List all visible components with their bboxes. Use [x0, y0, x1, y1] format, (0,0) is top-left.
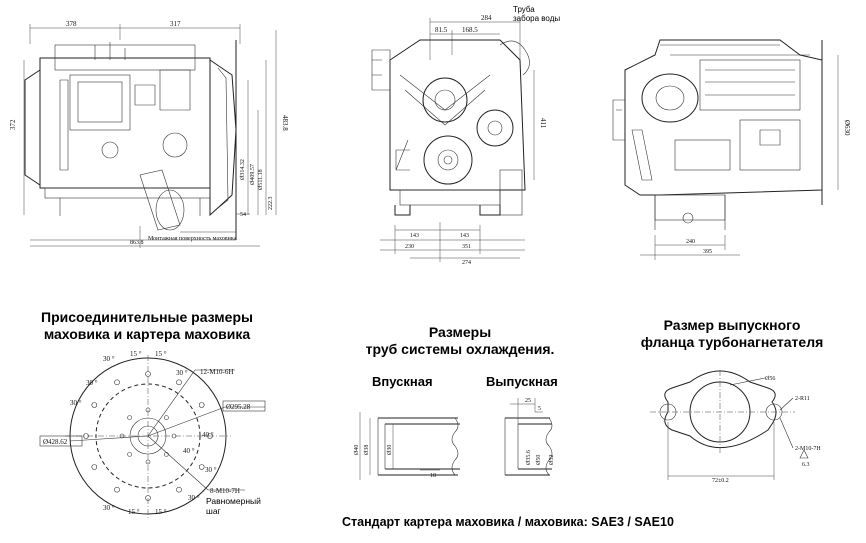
inlet-pipe-drawing: Ø40 Ø38 Ø30 18	[354, 412, 460, 480]
outlet-dia-35-6: Ø35.6	[526, 450, 532, 465]
dim-dia-409: Ø409.57	[250, 164, 256, 185]
outlet-dia-50: Ø50	[536, 455, 542, 465]
turbo-title: Размер выпускного фланца турбонагнетател…	[640, 317, 824, 350]
turbo-dia-56: Ø56	[765, 376, 775, 382]
flywheel-inner-bolt-hole	[127, 415, 132, 420]
flywheel-outer-bolt-hole	[114, 486, 120, 493]
turbo-flange-shape	[650, 370, 809, 480]
inlet-dia-40: Ø40	[354, 445, 360, 455]
flywheel-outer-bolt-hole	[207, 433, 213, 439]
cooling-title: Размеры труб системы охлаждения.	[365, 324, 555, 357]
flywheel-bolt-holes	[83, 371, 213, 501]
angle-label-30-top-left: 30 °	[103, 355, 115, 363]
dim-378: 378	[66, 20, 77, 28]
dim-54: 54	[240, 212, 246, 218]
bolt-pattern-12-m10: 12-M10-6H	[200, 368, 233, 376]
flywheel-outer-bolt-hole	[176, 486, 182, 493]
angle-label-30-bottom-right: 30 °	[188, 494, 200, 502]
dim-168-5: 168.5	[462, 26, 478, 34]
dim-143-left: 143	[410, 233, 419, 239]
angle-label-30-right: 30 °	[205, 466, 217, 474]
dim-222-3: 222.3	[268, 197, 274, 211]
dim-284: 284	[481, 14, 492, 22]
flywheel-outer-bolt-hole	[114, 379, 120, 386]
angle-label-30-top-right: 30 °	[176, 369, 188, 377]
dim-351: 351	[462, 244, 471, 250]
dim-dia-630: Ø630	[843, 120, 851, 136]
flywheel-inner-bolt-hole	[171, 433, 177, 439]
angle-label-30-left-2: 30 °	[70, 399, 82, 407]
dim-317: 317	[170, 20, 181, 28]
dim-395: 395	[703, 249, 712, 255]
flywheel-inner-bolt-hole	[119, 433, 125, 439]
outlet-pipe-drawing: 25 5 Ø35.6 Ø50 Ø52	[504, 398, 555, 476]
flywheel-outer-bolt-hole	[176, 379, 182, 386]
inlet-label: Впускная	[372, 374, 433, 389]
turbo-2-r11: 2-R11	[795, 396, 810, 402]
engine-right-body	[612, 39, 823, 230]
water-intake-pipe-note: Труба забора воды	[513, 5, 561, 23]
dim-863-8: 863.8	[130, 240, 144, 246]
flywheel-outer-bolt-hole	[83, 433, 89, 439]
flywheel-outer-bolt-hole	[198, 402, 205, 408]
dim-411: 411	[539, 118, 547, 129]
outlet-len-25: 25	[525, 398, 531, 404]
angle-label-40-right-2: 40 °	[183, 447, 195, 455]
flywheel-outer-bolt-hole	[145, 371, 151, 377]
outlet-len-5: 5	[538, 406, 541, 412]
flywheel-mount-note: Монтажная поверхность маховика	[148, 236, 237, 242]
angle-label-15-top: 15 °	[130, 350, 142, 358]
turbo-roughness-6-3: 6.3	[802, 462, 810, 468]
angle-label-15-top-right: 15 °	[155, 350, 167, 358]
dia-428-62: Ø428.62	[43, 438, 68, 446]
dim-dia-511: Ø511.18	[258, 169, 264, 190]
angle-label-15-bottom: 15 °	[128, 508, 140, 516]
flywheel-inner-bolt-hole	[164, 415, 169, 420]
dim-230: 230	[405, 244, 414, 250]
outlet-dia-52: Ø52	[549, 455, 555, 465]
dim-240: 240	[686, 239, 695, 245]
turbo-2-m10: 2-M10-7H	[795, 446, 821, 452]
flywheel-inner-bolt-hole	[127, 452, 132, 457]
flywheel-inner-bolt-hole	[145, 459, 151, 465]
flywheel-outer-bolt-hole	[145, 495, 151, 501]
inlet-dia-30: Ø30	[387, 445, 393, 455]
bolt-pattern-8-m10: 8-M10-7H	[210, 487, 240, 495]
inlet-dia-38: Ø38	[364, 445, 370, 455]
flywheel-outer-bolt-hole	[91, 464, 98, 470]
equal-pitch-note: Равномерный шаг	[206, 496, 261, 516]
flywheel-standard-note: Стандарт картера маховика / маховика: SA…	[342, 515, 674, 529]
dim-274: 274	[462, 260, 471, 266]
engine-front-body	[371, 39, 530, 216]
dim-483-8: 483.8	[281, 115, 289, 131]
flywheel-inner-bolt-hole	[164, 452, 169, 457]
flywheel-title: Присоединительные размеры маховика и кар…	[41, 309, 253, 342]
dia-295-28: Ø295.28	[226, 403, 251, 411]
angle-label-40-right-1: 40 °	[202, 431, 214, 439]
dim-81-5: 81.5	[435, 26, 448, 34]
flywheel-inner-bolt-hole	[145, 407, 151, 413]
angle-label-30-left-1: 30 °	[86, 379, 98, 387]
flywheel-outer-bolt-hole	[91, 402, 98, 408]
turbo-72-spacing: 72±0.2	[712, 478, 729, 484]
flywheel-outer-bolt-hole	[198, 464, 205, 470]
dim-143-right: 143	[460, 233, 469, 239]
angle-label-30-bottom-left: 30 °	[103, 504, 115, 512]
dim-372: 372	[9, 119, 17, 130]
angle-label-15-bottom-right: 15 °	[155, 508, 167, 516]
inlet-len-18: 18	[430, 473, 436, 479]
flywheel-inner-holes	[119, 407, 177, 465]
outlet-label: Выпускная	[486, 374, 558, 389]
dim-dia-314: Ø314.32	[240, 159, 246, 180]
